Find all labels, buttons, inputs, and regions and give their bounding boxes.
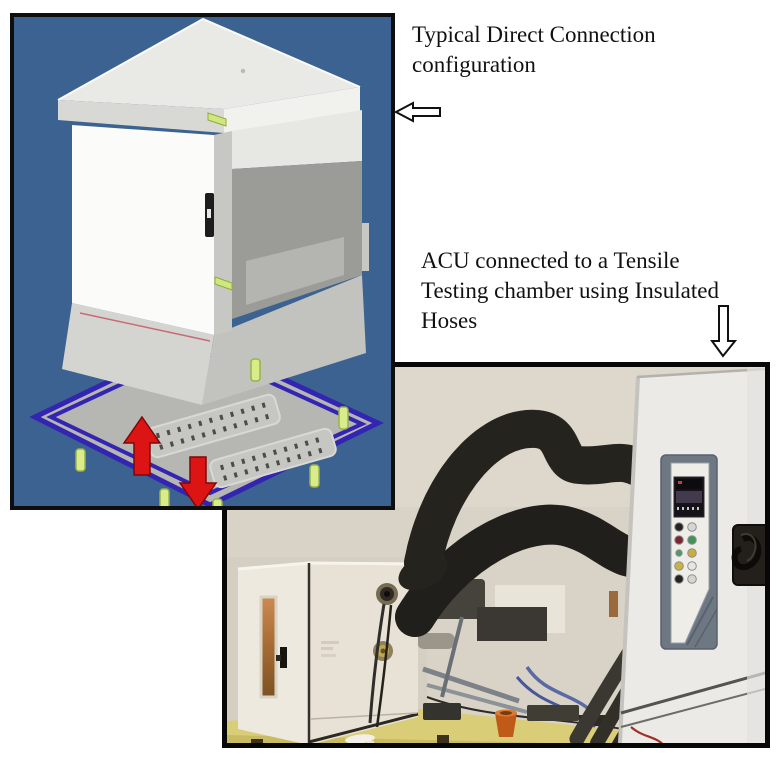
airflow-down-arrow: [178, 456, 218, 506]
photo-caption-line: Hoses: [421, 308, 478, 333]
direct-connection-base-plate: [29, 275, 384, 506]
tensile-testing-chamber: [237, 561, 419, 743]
cad-rendering: [14, 17, 391, 506]
door-handle: [205, 193, 214, 237]
photo-caption-line: Testing chamber using Insulated: [421, 278, 719, 303]
door-hinges: [207, 112, 233, 291]
cad-caption: Typical Direct Connection configuration: [412, 20, 656, 80]
cad-caption-line: Typical Direct Connection: [412, 22, 656, 47]
fan-vent: [731, 524, 765, 586]
control-panel: [660, 454, 718, 650]
chamber-port-upper: [376, 583, 398, 605]
cad-figure: [10, 13, 395, 510]
mount-clips: [75, 358, 349, 506]
indicator-buttons: [674, 522, 697, 584]
chamber-door-handle: [276, 647, 287, 668]
vent-grating: [209, 427, 337, 489]
photo-caption-line: ACU connected to a Tensile: [421, 248, 680, 273]
acu-cabinet: [618, 367, 765, 743]
down-arrow-icon: [710, 305, 737, 358]
airflow-up-arrow: [122, 415, 162, 476]
photo-caption: ACU connected to a Tensile Testing chamb…: [421, 246, 719, 336]
temperature-controller-display: [673, 476, 705, 518]
chamber-window: [259, 595, 278, 699]
left-arrow-icon: [394, 101, 441, 123]
loose-wire: [630, 726, 663, 743]
chamber-unit-cad: [57, 17, 369, 335]
cad-caption-line: configuration: [412, 52, 536, 77]
